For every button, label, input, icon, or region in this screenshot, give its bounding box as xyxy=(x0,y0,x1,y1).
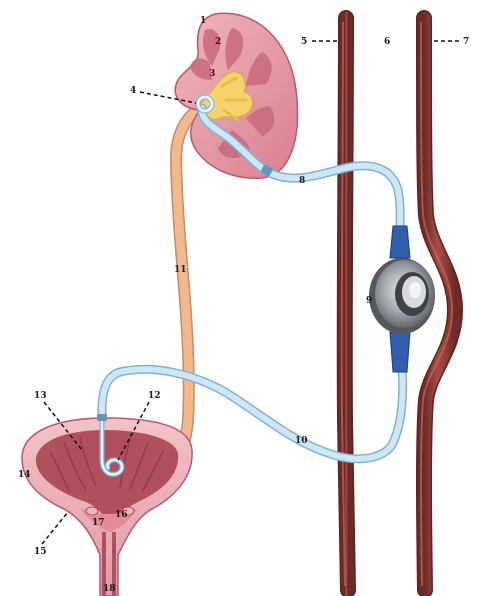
label-7: 7 xyxy=(463,37,469,47)
label-3: 3 xyxy=(209,69,215,79)
label-13: 13 xyxy=(34,391,47,401)
label-18: 18 xyxy=(103,584,116,594)
pump-device xyxy=(369,226,435,372)
label-9: 9 xyxy=(366,296,372,306)
label-5: 5 xyxy=(301,37,307,47)
label-14: 14 xyxy=(18,470,31,480)
label-8: 8 xyxy=(299,176,305,186)
bladder xyxy=(22,414,192,596)
label-15: 15 xyxy=(34,547,47,557)
label-6: 6 xyxy=(384,37,390,47)
ureter xyxy=(176,108,200,446)
label-1: 1 xyxy=(200,16,206,26)
label-12: 12 xyxy=(148,391,161,401)
kidney xyxy=(175,13,297,178)
label-4: 4 xyxy=(130,86,136,96)
vein-vessel xyxy=(342,18,348,590)
label-11: 11 xyxy=(174,265,187,275)
label-2: 2 xyxy=(215,37,221,47)
label-16: 16 xyxy=(115,510,128,520)
label-17: 17 xyxy=(92,518,105,528)
label-10: 10 xyxy=(295,436,308,446)
